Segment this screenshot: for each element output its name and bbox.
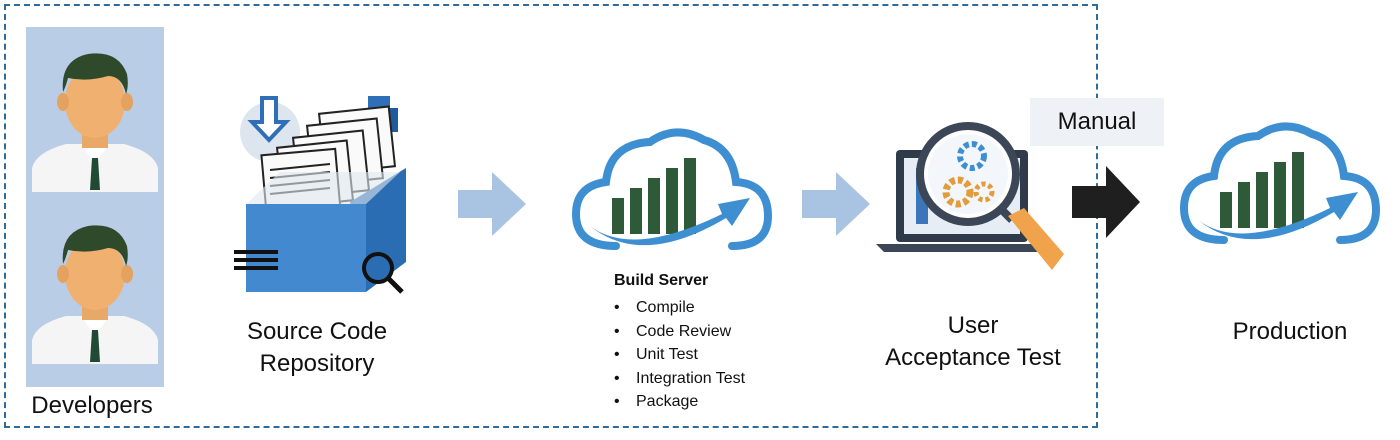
repository-label: Source Code Repository bbox=[222, 316, 412, 380]
build-step: Integration Test bbox=[612, 367, 745, 391]
cloud-growth-chart-icon bbox=[1180, 122, 1380, 244]
build-step: Unit Test bbox=[612, 343, 745, 367]
build-server-title: Build Server bbox=[614, 272, 709, 289]
build-steps-list: Compile Code Review Unit Test Integratio… bbox=[612, 296, 745, 414]
developer-person-icon bbox=[32, 225, 158, 364]
developer-person-icon bbox=[32, 53, 158, 192]
manual-label: Manual bbox=[1030, 98, 1164, 146]
flow-arrow-icon bbox=[802, 172, 870, 236]
magnifier-gears-laptop-icon bbox=[876, 122, 1064, 270]
manual-arrow-icon bbox=[1072, 166, 1140, 238]
production-label: Production bbox=[1232, 318, 1348, 345]
file-cabinet-icon bbox=[234, 96, 406, 294]
flow-arrow-icon bbox=[458, 172, 526, 236]
uat-label: User Acceptance Test bbox=[858, 310, 1088, 374]
developers-label: Developers bbox=[31, 392, 153, 419]
repository-label-line2: Repository bbox=[259, 350, 375, 377]
uat-label-line2: Acceptance Test bbox=[885, 344, 1061, 371]
cloud-growth-chart-icon bbox=[572, 128, 772, 250]
uat-label-line1: User bbox=[947, 312, 999, 339]
repository-label-line1: Source Code bbox=[246, 318, 388, 345]
build-step: Package bbox=[612, 390, 745, 414]
build-step: Code Review bbox=[612, 320, 745, 344]
build-step: Compile bbox=[612, 296, 745, 320]
